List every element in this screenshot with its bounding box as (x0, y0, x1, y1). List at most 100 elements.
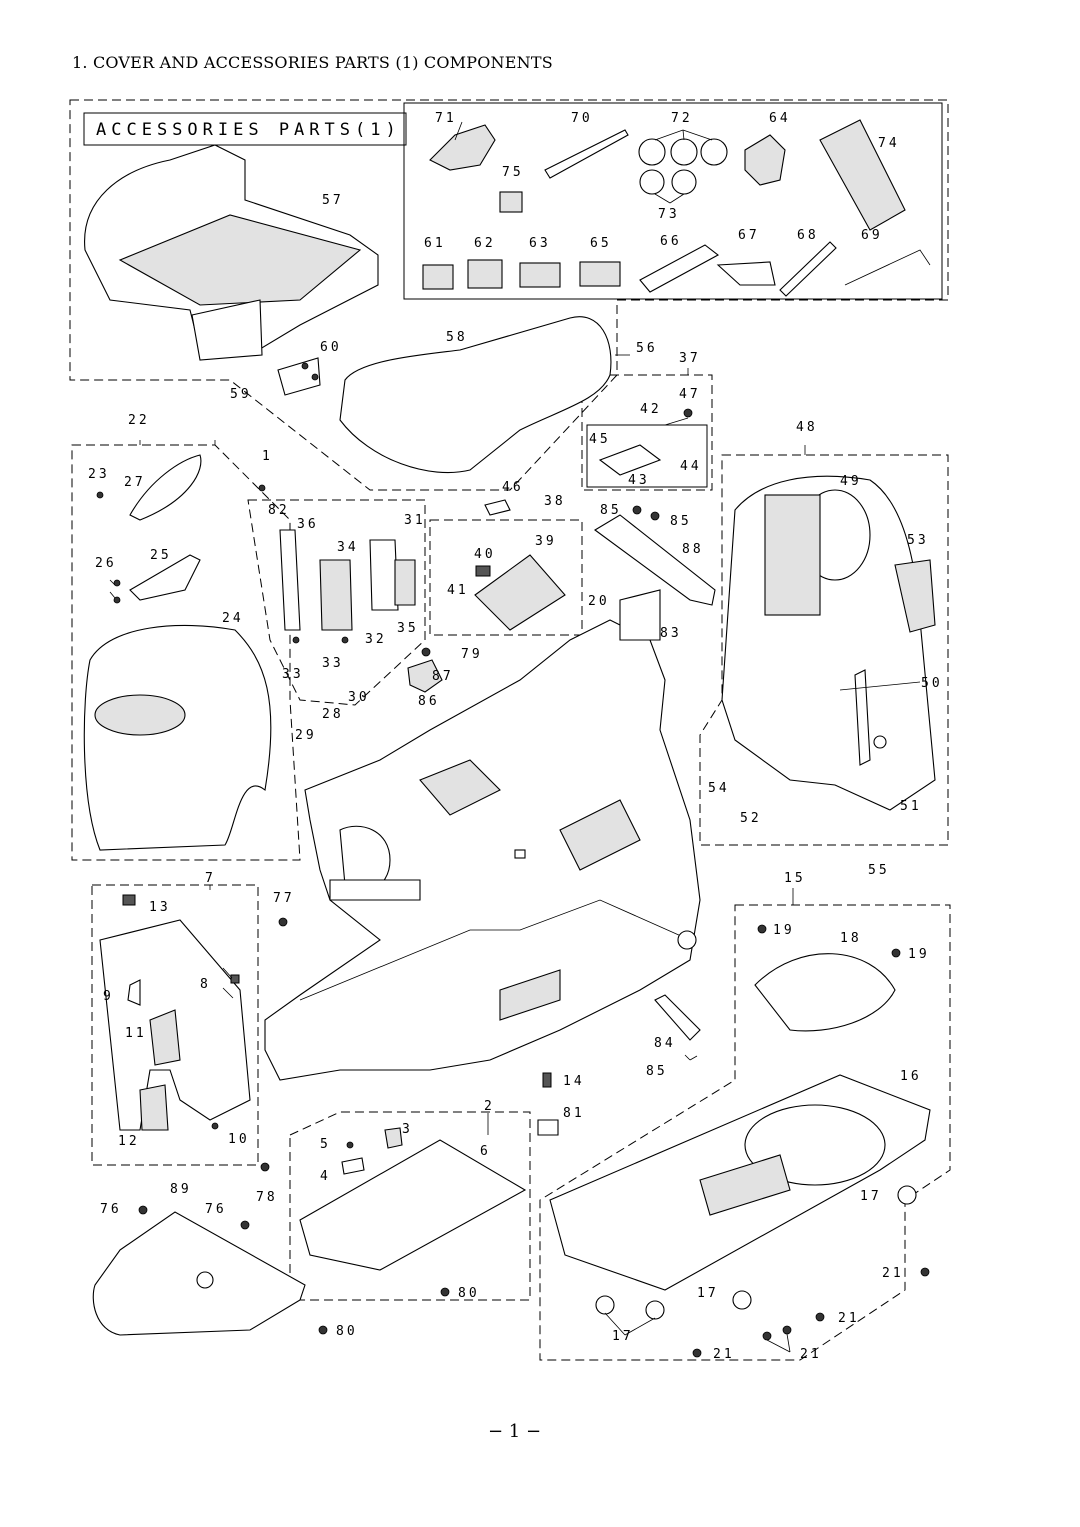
part-12 (139, 1084, 169, 1131)
screw-10 (211, 1122, 219, 1130)
foot-17c (645, 1300, 665, 1320)
callout-44: 44 (680, 459, 702, 474)
callout-72: 72 (671, 111, 693, 126)
callout-79: 79 (461, 647, 483, 662)
callout-87: 87 (432, 669, 454, 684)
callout-16: 16 (900, 1069, 922, 1084)
callout-7: 7 (205, 871, 216, 886)
callout-22: 22 (128, 413, 150, 428)
part-34 (319, 559, 353, 631)
callout-80-right: 80 (458, 1286, 480, 1301)
screw-33b (341, 636, 349, 644)
callout-57: 57 (322, 193, 344, 208)
callout-46: 46 (502, 480, 524, 495)
callout-42: 42 (640, 402, 662, 417)
part-31-plate (369, 539, 399, 611)
bracket-59 (277, 357, 321, 396)
part-27 (129, 454, 202, 521)
callout-85-top-right: 85 (670, 514, 692, 529)
callout-1: 1 (262, 449, 273, 464)
face-cover-24-emblem (94, 694, 186, 736)
callout-74: 74 (878, 136, 900, 151)
callout-17-mid: 17 (697, 1286, 719, 1301)
callout-31: 31 (404, 513, 426, 528)
callout-23: 23 (88, 467, 110, 482)
callout-83: 83 (660, 626, 682, 641)
callout-48: 48 (796, 420, 818, 435)
callout-39: 39 (535, 534, 557, 549)
part-84 (654, 994, 701, 1041)
callout-40: 40 (474, 547, 496, 562)
frame-edge-line (299, 899, 691, 1001)
page-number: − 1 − (488, 1421, 542, 1442)
foot-17b (595, 1295, 615, 1315)
item-72-bobbin-a (638, 138, 666, 166)
callout-58: 58 (446, 330, 468, 345)
screw-77 (278, 917, 288, 927)
outline-accessories-group (69, 99, 949, 491)
screw-80b (318, 1325, 328, 1335)
callout-37: 37 (679, 351, 701, 366)
callout-5: 5 (320, 1137, 331, 1152)
group-15-parts (549, 924, 931, 1358)
part-81 (537, 1119, 559, 1136)
callout-56: 56 (636, 341, 658, 356)
callout-52: 52 (740, 811, 762, 826)
screw-78 (260, 1162, 270, 1172)
lead-21-lower (766, 1333, 791, 1353)
callout-11: 11 (125, 1026, 147, 1041)
callout-81: 81 (563, 1106, 585, 1121)
callout-66: 66 (660, 234, 682, 249)
outline-group-37 (581, 374, 713, 491)
callout-63: 63 (529, 236, 551, 251)
callout-14: 14 (563, 1074, 585, 1089)
screw-21a (920, 1267, 930, 1277)
part-3 (384, 1127, 403, 1149)
lead-73 (654, 193, 685, 204)
callout-67: 67 (738, 228, 760, 243)
callout-2: 2 (484, 1099, 495, 1114)
callout-34: 34 (337, 540, 359, 555)
callout-33-right: 33 (322, 656, 344, 671)
table-hole (196, 1271, 214, 1289)
callout-26: 26 (95, 556, 117, 571)
callout-55: 55 (868, 863, 890, 878)
main-frame (264, 619, 701, 1081)
screw-5 (346, 1141, 354, 1149)
foot-17a (897, 1185, 917, 1205)
item-73-bobbin-a (639, 169, 665, 195)
case-tray (118, 214, 362, 306)
case-side (191, 299, 263, 361)
frame-window (499, 969, 561, 1021)
callout-20: 20 (588, 594, 610, 609)
screw-19b (891, 948, 901, 958)
callout-65: 65 (590, 236, 612, 251)
callout-54: 54 (708, 781, 730, 796)
part-35 (394, 559, 416, 606)
lead-50 (839, 681, 921, 691)
part-13 (122, 894, 136, 906)
frame-boss (677, 930, 697, 950)
group-7-parts (99, 894, 288, 1172)
screw-19a (757, 924, 767, 934)
screw-80a (440, 1287, 450, 1297)
callout-17-right: 17 (860, 1189, 882, 1204)
callout-24: 24 (222, 611, 244, 626)
callout-49: 49 (840, 474, 862, 489)
item-73-bobbin-b (671, 169, 697, 195)
callout-60: 60 (320, 340, 342, 355)
screw-87 (421, 647, 431, 657)
part-53 (894, 559, 936, 633)
plate-88 (594, 514, 716, 606)
item-70-seam-ripper (544, 129, 629, 179)
screw-21e (782, 1325, 792, 1335)
screw-1 (258, 484, 266, 492)
accessory-items (422, 119, 931, 297)
part-45 (598, 444, 662, 476)
lead-71 (454, 121, 463, 141)
callout-59: 59 (230, 387, 252, 402)
part-25 (129, 554, 201, 601)
callout-6: 6 (480, 1144, 491, 1159)
callout-45: 45 (589, 432, 611, 447)
